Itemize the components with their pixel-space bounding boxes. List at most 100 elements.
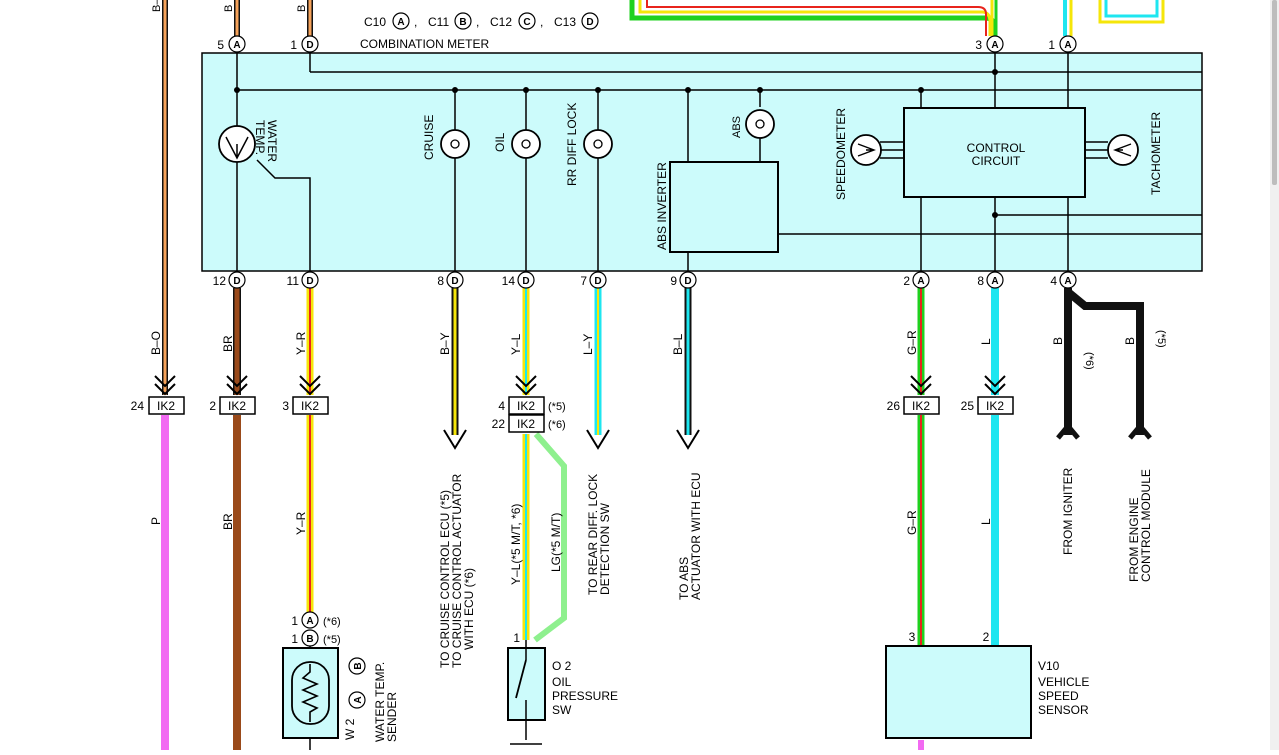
svg-text:DETECTION SW: DETECTION SW <box>598 502 612 595</box>
svg-text:IK2: IK2 <box>912 399 930 413</box>
svg-text:D: D <box>451 276 458 287</box>
svg-text:A: A <box>1064 276 1071 287</box>
svg-text:W 2: W 2 <box>343 718 357 740</box>
svg-text:3: 3 <box>282 399 289 413</box>
svg-text:L–Y: L–Y <box>581 334 595 355</box>
svg-text:IK2: IK2 <box>228 399 246 413</box>
svg-text:TO CRUISE CONTROL ACTUATOR: TO CRUISE CONTROL ACTUATOR <box>450 473 464 668</box>
svg-text:(*5): (*5) <box>548 401 566 413</box>
legend-c12-code: C <box>523 17 530 28</box>
lower-wires <box>161 288 1152 750</box>
svg-text:3: 3 <box>975 38 982 52</box>
svg-text:1: 1 <box>290 38 297 52</box>
label-circuit: CIRCUIT <box>972 154 1021 168</box>
svg-text:Y–R: Y–R <box>294 511 308 535</box>
svg-text:A: A <box>1064 40 1071 51</box>
legend-c11: C11 <box>428 15 449 29</box>
water-temp-gauge-icon <box>218 125 256 163</box>
svg-text:Y–R: Y–R <box>294 331 308 355</box>
svg-text:8: 8 <box>437 274 444 288</box>
resistor-icon <box>300 664 320 722</box>
label-cruise: CRUISE <box>422 115 436 160</box>
legend-c10-code: A <box>397 17 404 28</box>
svg-text:D: D <box>306 40 313 51</box>
oil-lamp-icon <box>511 129 541 159</box>
svg-text:A: A <box>306 616 313 627</box>
svg-text:25: 25 <box>961 399 975 413</box>
svg-text:D: D <box>684 276 691 287</box>
svg-text:2: 2 <box>209 399 216 413</box>
label-oil: OIL <box>493 132 507 152</box>
svg-text:A: A <box>233 40 240 51</box>
wire-color-labels: B–O BR Y–R B–Y Y–L L–Y B–L G–R L B (*6) … <box>149 330 1167 585</box>
scrollbar-thumb[interactable] <box>1272 0 1277 185</box>
svg-text:Y–L: Y–L <box>509 333 523 355</box>
cruise-lamp-icon <box>440 129 470 159</box>
svg-text:14: 14 <box>502 274 516 288</box>
svg-text:2: 2 <box>903 274 910 288</box>
label-tachometer: TACHOMETER <box>1149 112 1163 195</box>
svg-text:B: B <box>353 662 364 669</box>
svg-text:FROM ENGINE: FROM ENGINE <box>1127 497 1141 582</box>
svg-text:(*5): (*5) <box>323 634 341 646</box>
svg-text:D: D <box>306 276 313 287</box>
svg-text:D: D <box>522 276 529 287</box>
svg-text:LG(*5 M/T): LG(*5 M/T) <box>549 513 563 572</box>
svg-text:TO REAR DIFF. LOCK: TO REAR DIFF. LOCK <box>586 474 600 595</box>
wire-label-b-o-top: B–O <box>151 0 163 12</box>
svg-text:22: 22 <box>492 417 506 431</box>
svg-text:CONTROL MODULE: CONTROL MODULE <box>1139 469 1153 582</box>
svg-text:SW: SW <box>552 703 572 717</box>
abs-lamp-icon <box>745 109 775 139</box>
svg-text:V10: V10 <box>1038 659 1060 673</box>
svg-text:9: 9 <box>670 274 677 288</box>
svg-text:1: 1 <box>513 631 520 645</box>
svg-text:B–Y: B–Y <box>438 332 452 355</box>
control-circuit-box <box>903 107 1086 198</box>
svg-text:2: 2 <box>983 630 990 644</box>
svg-text:11: 11 <box>287 274 300 288</box>
label-abs-inverter: ABS INVERTER <box>655 162 669 250</box>
legend-sep-1: , <box>414 15 417 29</box>
svg-text:IK2: IK2 <box>986 399 1004 413</box>
svg-text:4: 4 <box>1050 274 1057 288</box>
meter-title: COMBINATION METER <box>360 37 489 51</box>
svg-text:4: 4 <box>498 399 505 413</box>
svg-text:(*5): (*5) <box>1155 330 1167 348</box>
vehicle-speed-sensor: 3 2 V10 VEHICLE SPEED SENSOR <box>885 630 1089 739</box>
plug-marks <box>154 375 1006 396</box>
bottom-pins: D 12 D 11 D 8 D 14 D 7 D 9 A 2 A 8 A 4 <box>213 271 1077 289</box>
svg-text:OIL: OIL <box>552 675 572 689</box>
svg-text:O 2: O 2 <box>552 659 572 673</box>
svg-text:SPEED: SPEED <box>1038 689 1079 703</box>
svg-text:IK2: IK2 <box>517 417 535 431</box>
tachometer-icon <box>1107 134 1139 166</box>
top-pin-3a: A 3 <box>975 35 1004 53</box>
svg-text:5: 5 <box>217 38 224 52</box>
svg-text:D: D <box>594 276 601 287</box>
svg-text:26: 26 <box>887 399 901 413</box>
svg-text:L: L <box>979 338 993 345</box>
oil-pressure-switch: 1 O 2 OIL PRESSURE SW <box>507 631 618 745</box>
svg-text:G–R: G–R <box>905 330 919 355</box>
rr-diff-lock-lamp-icon <box>583 129 613 159</box>
legend-c10: C10 <box>364 15 386 29</box>
svg-text:IK2: IK2 <box>517 399 535 413</box>
svg-text:D: D <box>233 276 240 287</box>
svg-text:PRESSURE: PRESSURE <box>552 689 618 703</box>
svg-text:12: 12 <box>213 274 227 288</box>
svg-text:A: A <box>917 276 924 287</box>
svg-text:B: B <box>1051 337 1065 345</box>
label-water: WATER <box>265 120 279 162</box>
right-edge-strip <box>1270 0 1279 750</box>
svg-text:WATER TEMP.: WATER TEMP. <box>373 662 387 742</box>
svg-text:A: A <box>991 276 998 287</box>
svg-text:SENDER: SENDER <box>385 692 399 742</box>
ik2-connectors: IK2 24 IK2 2 IK2 3 IK2 4 (*5) IK2 22 (*6… <box>131 396 1014 433</box>
legend-c13-code: D <box>586 17 593 28</box>
svg-text:P: P <box>149 517 163 525</box>
svg-text:Y–L(*5 M/T, *6): Y–L(*5 M/T, *6) <box>509 504 523 585</box>
top-pin-1a: A 1 <box>1048 35 1077 53</box>
svg-text:TO CRUISE CONTROL ECU (*5): TO CRUISE CONTROL ECU (*5) <box>438 490 452 668</box>
